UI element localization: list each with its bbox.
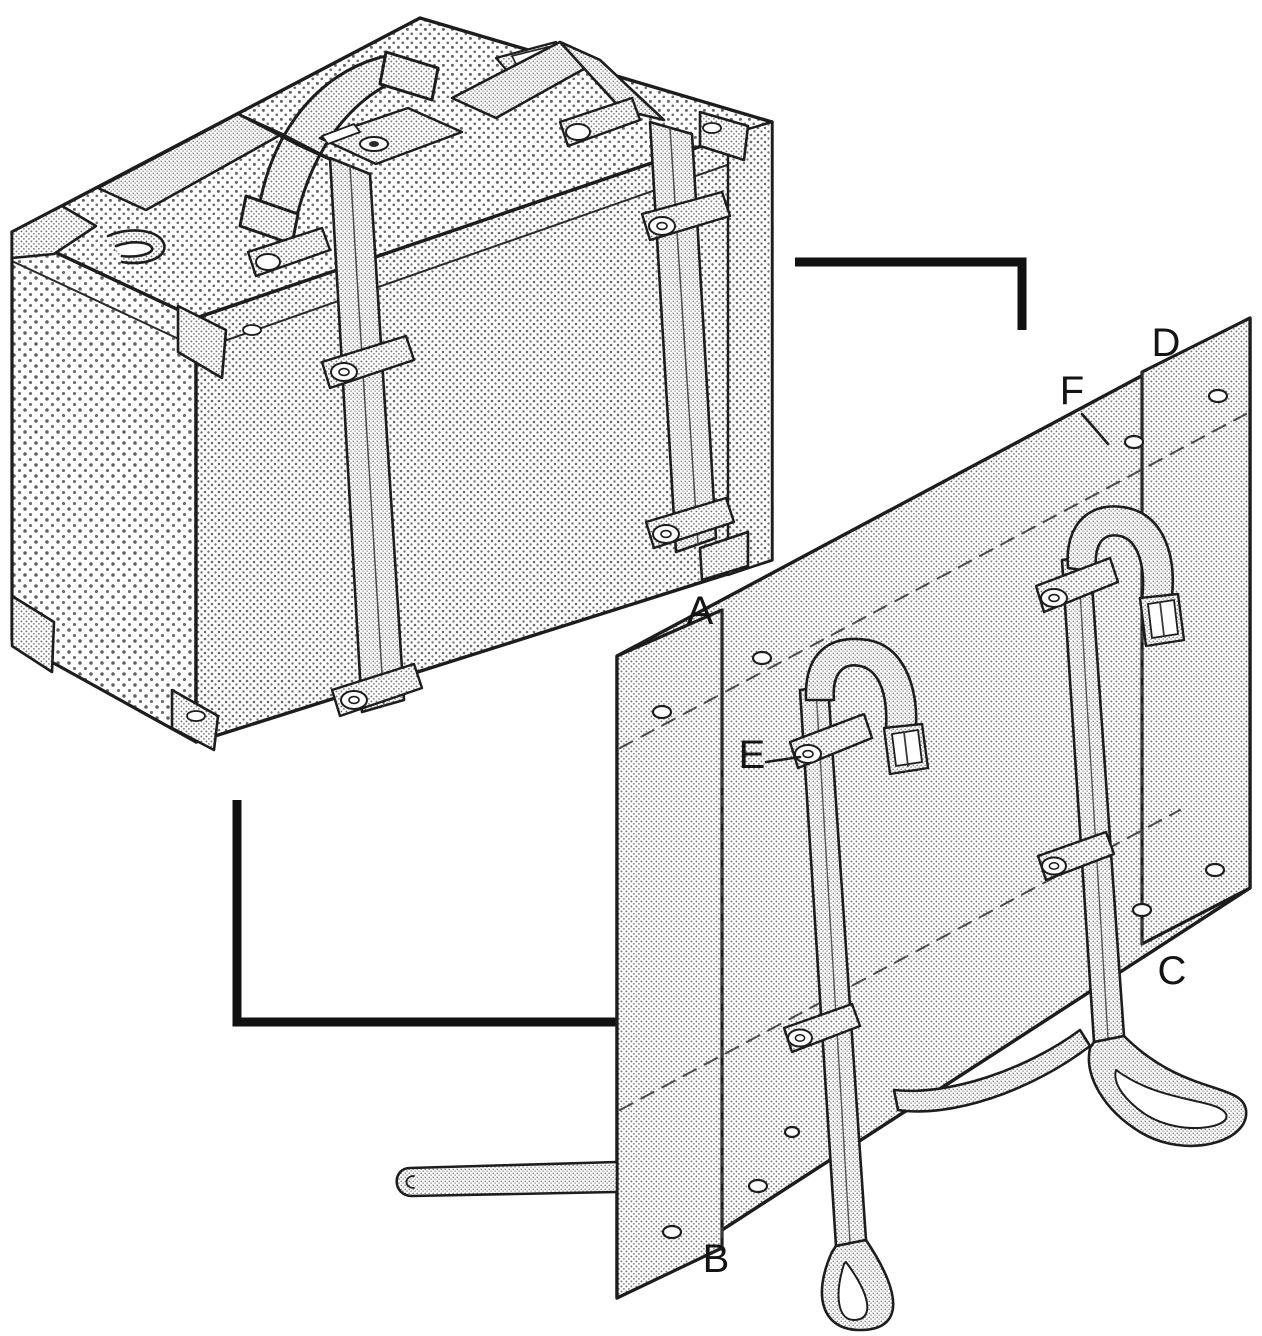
label-b: B bbox=[703, 1237, 730, 1281]
keeper-right-lower bbox=[1036, 830, 1116, 882]
handle-mount-right bbox=[378, 50, 440, 102]
strap-right-edge bbox=[558, 40, 666, 122]
strap-right-tail-inner bbox=[1114, 1069, 1228, 1129]
rivet bbox=[783, 1125, 801, 1139]
corner-cap-bottom-right bbox=[698, 530, 750, 582]
suitcase-handle bbox=[238, 50, 440, 246]
panel-figure bbox=[395, 316, 1252, 1332]
leader-f bbox=[1080, 412, 1110, 446]
label-c: C bbox=[1158, 949, 1187, 993]
strap-left-keepers bbox=[246, 226, 424, 718]
figure-labels: A B C D E F bbox=[687, 321, 1187, 1281]
rivet bbox=[1131, 902, 1153, 918]
suitcase-studs bbox=[186, 122, 722, 722]
rivet bbox=[1207, 388, 1229, 404]
strap-right-underloop bbox=[892, 1028, 1092, 1113]
leader-e bbox=[764, 755, 802, 764]
bracket-connectors bbox=[232, 257, 1027, 1027]
label-e: E bbox=[739, 733, 766, 777]
corner-cap-top-left bbox=[10, 204, 98, 260]
label-leader-lines bbox=[764, 412, 1110, 764]
strap-right-keepers bbox=[558, 96, 736, 550]
strap-right-body-line bbox=[1077, 559, 1109, 1039]
suitcase-lid-seam-left bbox=[13, 261, 199, 349]
keeper-e bbox=[788, 712, 874, 770]
panel-right-flap bbox=[1140, 316, 1252, 946]
suitcase-strap-left bbox=[96, 112, 406, 714]
lower-connector bbox=[232, 800, 627, 1027]
keeper-f-upper bbox=[1034, 556, 1120, 614]
suitcase-right-side bbox=[726, 120, 774, 577]
d-ring-left bbox=[106, 229, 166, 265]
panel-strap-free-end bbox=[395, 1160, 619, 1198]
strap-left-tail-inner bbox=[837, 1261, 869, 1321]
buckle-left bbox=[882, 722, 930, 776]
suitcase-figure bbox=[10, 16, 774, 752]
rivet bbox=[751, 650, 773, 666]
label-d: D bbox=[1152, 321, 1181, 365]
label-f: F bbox=[1060, 369, 1084, 413]
rivet bbox=[651, 704, 673, 720]
panel-rivets bbox=[651, 388, 1229, 1240]
upper-connector bbox=[795, 257, 1027, 330]
strap-right-center-line bbox=[669, 127, 699, 545]
corner-cap-mid-left bbox=[176, 304, 228, 380]
strap-left-body-line bbox=[815, 689, 851, 1244]
lock-plate bbox=[318, 106, 464, 166]
buckle-right bbox=[1138, 592, 1186, 648]
rivet bbox=[1204, 862, 1226, 878]
strap-left-center-line bbox=[349, 165, 385, 707]
panel-strap-left bbox=[782, 637, 930, 1332]
corner-cap-bottom-left bbox=[10, 594, 56, 674]
strap-right-arch bbox=[1066, 505, 1174, 602]
label-a: A bbox=[687, 589, 714, 633]
keeper-left-lower bbox=[782, 1002, 862, 1054]
rivet bbox=[661, 1224, 683, 1240]
rivet bbox=[1123, 434, 1145, 450]
rivet bbox=[747, 1178, 769, 1194]
panel-strap-right bbox=[892, 505, 1248, 1148]
